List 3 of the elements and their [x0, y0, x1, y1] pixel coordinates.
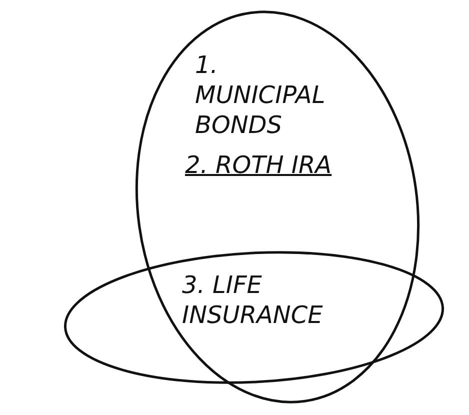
list-item-text: 3. LIFE INSURANCE	[182, 270, 324, 330]
list-item-text: 2. ROTH IRA	[185, 150, 333, 180]
list-item-text: 1. MUNICIPAL BONDS	[195, 50, 326, 140]
